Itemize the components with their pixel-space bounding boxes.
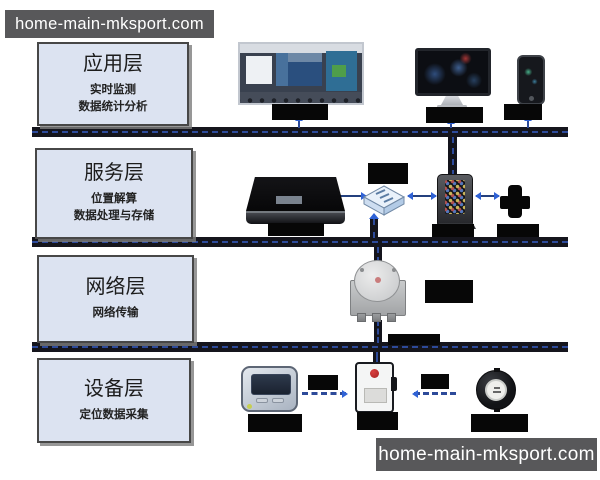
stem-monitor-wall xyxy=(295,116,303,128)
desktop-stand xyxy=(441,96,463,105)
layer-subtitle-line: 数据处理与存储 xyxy=(73,210,155,222)
watermark-bottom: home-main-mksport.com xyxy=(376,438,597,471)
bus-bar-network xyxy=(32,342,568,352)
monitor-wall-icon xyxy=(238,42,364,105)
connector-bus3-sos xyxy=(373,352,380,364)
layer-box-service: 服务层 位置解算 数据处理与存储 xyxy=(35,148,193,239)
label-server xyxy=(432,224,474,237)
label-link-right xyxy=(421,374,449,389)
label-laptop xyxy=(268,223,324,236)
layer-title: 网络层 xyxy=(85,276,146,299)
arrow-tag-to-sos xyxy=(412,390,456,398)
positioning-anchor-icon xyxy=(347,260,407,322)
stem-desktop xyxy=(447,119,455,128)
label-link-left xyxy=(308,375,338,390)
layer-subtitle-line: 定位数据采集 xyxy=(79,408,149,421)
desktop-computer-icon xyxy=(415,48,491,96)
arrowhead-up-icon xyxy=(369,213,379,219)
round-tag-icon xyxy=(476,368,516,412)
label-monitor-wall xyxy=(272,104,328,120)
bus-bar-service xyxy=(32,237,568,247)
label-pager xyxy=(248,414,302,432)
laptop-icon xyxy=(246,177,345,225)
arrow-switch-server xyxy=(407,192,437,200)
connector-anchor-bus3 xyxy=(374,320,382,343)
label-round-tag xyxy=(471,414,528,432)
connector-switch-bus2 xyxy=(370,219,378,238)
layer-subtitle-line: 实时监测 xyxy=(90,83,136,96)
watermark-top: home-main-mksport.com xyxy=(5,10,214,38)
label-phone xyxy=(504,104,542,120)
layer-subtitle-line: 数据统计分析 xyxy=(78,100,148,113)
arrow-pager-to-sos xyxy=(302,390,348,398)
label-database xyxy=(497,224,539,237)
bus-bar-application xyxy=(32,127,568,137)
layer-title: 服务层 xyxy=(84,162,144,185)
sos-badge-icon xyxy=(355,362,397,413)
layer-title: 设备层 xyxy=(84,377,144,400)
server-icon xyxy=(436,174,476,229)
label-switch xyxy=(368,163,408,184)
connector-bus1-server xyxy=(448,137,457,176)
layer-box-network: 网络层 网络传输 xyxy=(37,255,194,343)
layer-box-application: 应用层 实时监测 数据统计分析 xyxy=(37,42,189,126)
arrow-server-database xyxy=(475,192,500,200)
layer-box-device: 设备层 定位数据采集 xyxy=(37,358,191,443)
smartphone-icon xyxy=(517,55,545,105)
stem-phone xyxy=(524,116,532,128)
label-anchor xyxy=(425,280,473,303)
network-switch-icon xyxy=(362,184,406,219)
database-icon xyxy=(500,185,530,218)
layer-subtitle-line: 位置解算 xyxy=(91,193,137,206)
connector-bus2-anchor xyxy=(374,247,382,263)
label-desktop xyxy=(426,107,483,123)
label-bus3 xyxy=(388,334,440,345)
label-sos xyxy=(357,412,398,430)
pager-tag-icon xyxy=(241,366,298,412)
layer-subtitle-line: 网络传输 xyxy=(92,307,139,320)
desktop-base xyxy=(437,105,467,108)
layer-title: 应用层 xyxy=(83,52,143,75)
